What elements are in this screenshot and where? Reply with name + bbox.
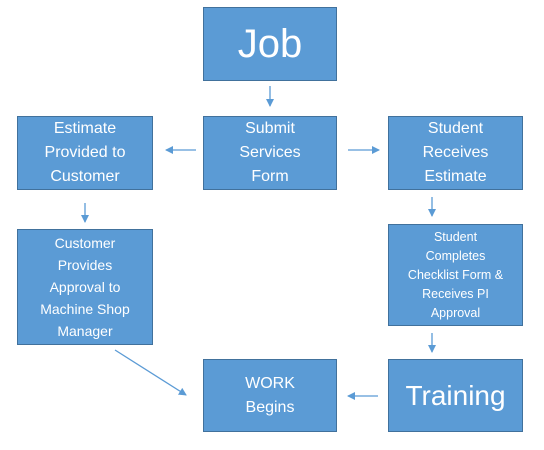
node-training: Training xyxy=(388,359,523,432)
node-work-begins: WORK Begins xyxy=(203,359,337,432)
node-submit-services-form: Submit Services Form xyxy=(203,116,337,190)
arrow-customer-approval-to-work xyxy=(114,349,187,396)
node-job: Job xyxy=(203,7,337,81)
node-customer-approval: Customer Provides Approval to Machine Sh… xyxy=(17,229,153,345)
node-student-checklist: Student Completes Checklist Form & Recei… xyxy=(388,224,523,326)
node-job-label: Job xyxy=(237,22,303,66)
node-student-receives-estimate: Student Receives Estimate xyxy=(388,116,523,190)
node-customer-approval-label: Customer Provides Approval to Machine Sh… xyxy=(40,235,130,339)
node-work-begins-label: WORK Begins xyxy=(245,374,295,416)
node-student-receives-estimate-label: Student Receives Estimate xyxy=(422,120,489,185)
node-student-checklist-label: Student Completes Checklist Form & Recei… xyxy=(407,229,504,320)
node-training-label: Training xyxy=(405,379,506,411)
node-estimate-provided-label: Estimate Provided to Customer xyxy=(44,120,126,185)
node-estimate-provided: Estimate Provided to Customer xyxy=(17,116,153,190)
node-submit-services-form-label: Submit Services Form xyxy=(239,120,301,185)
